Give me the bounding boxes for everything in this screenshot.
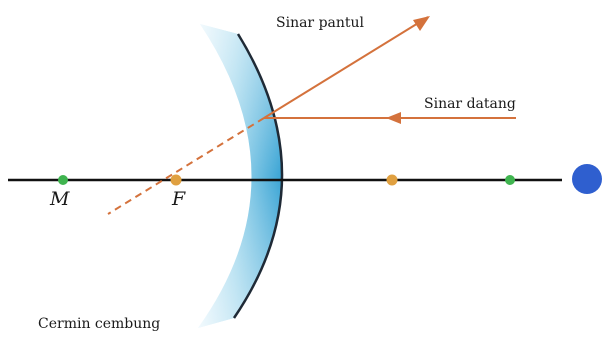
mirror-label: Cermin cembung: [38, 316, 160, 332]
center-of-curvature-label: M: [49, 188, 70, 210]
convex-mirror: [198, 24, 284, 328]
incident-ray-arrowhead: [386, 112, 401, 124]
reflected-ray: [263, 16, 430, 119]
reflected-ray-arrowhead: [413, 16, 430, 31]
focal-point-label: F: [171, 188, 186, 210]
incident-ray-label: Sinar datang: [424, 96, 516, 112]
object-ball: [572, 164, 602, 194]
reflected-ray-label: Sinar pantul: [276, 15, 365, 31]
incident-ray: [264, 112, 516, 124]
mirror-glass-shine: [198, 24, 283, 328]
virtual-ray-extension: [107, 117, 265, 215]
virtual-focal-point: [386, 174, 398, 186]
mirror-back-edge: [232, 33, 284, 319]
focal-point: [170, 174, 182, 186]
virtual-center-point: [505, 175, 515, 185]
center-of-curvature-point: [58, 175, 68, 185]
